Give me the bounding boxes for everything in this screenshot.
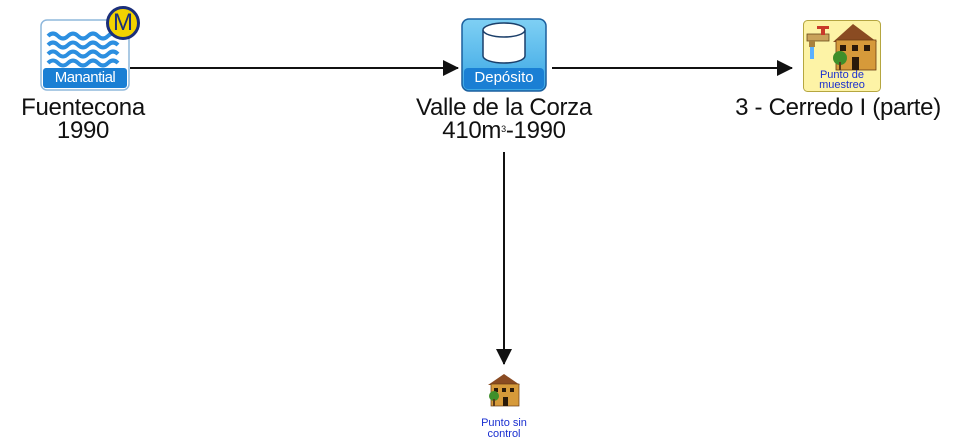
deposito-capacity: 410m3-1990 — [400, 117, 608, 144]
deposito-name: Valle de la Corza — [416, 94, 592, 121]
deposito-capacity-exponent: 3 — [501, 124, 506, 134]
monitored-badge: M — [106, 6, 140, 40]
sin-control-label-line2: control — [487, 428, 521, 440]
muestreo-name: 3 - Cerredo I (parte) — [735, 94, 941, 121]
manantial-icon-caption: Manantial — [54, 69, 116, 86]
muestreo-caption-line1: Punto de — [819, 69, 865, 81]
node-manantial[interactable]: Manantial M — [40, 6, 140, 92]
water-waves-icon: Manantial — [40, 18, 130, 92]
manantial-year: 1990 — [56, 117, 110, 144]
deposito-capacity-value: 410m — [442, 117, 502, 144]
muestreo-icon-caption: Punto de muestreo — [807, 69, 877, 91]
sin-control-label-line1: Punto sin — [481, 417, 527, 429]
node-punto-muestreo[interactable]: Punto de muestreo — [803, 20, 881, 92]
tank-cylinder-icon: Depósito — [461, 18, 547, 92]
faucet-house-icon: Punto de muestreo — [803, 20, 881, 92]
node-deposito[interactable]: Depósito — [461, 18, 547, 92]
house-tree-icon — [486, 372, 522, 408]
muestreo-caption-line2: muestreo — [819, 79, 865, 91]
node-punto-sin-control[interactable] — [486, 372, 522, 408]
manantial-name: Fuentecona — [21, 94, 145, 121]
deposito-icon-caption: Depósito — [474, 69, 534, 86]
deposito-capacity-year: -1990 — [505, 117, 566, 144]
monitored-badge-letter: M — [113, 9, 133, 36]
